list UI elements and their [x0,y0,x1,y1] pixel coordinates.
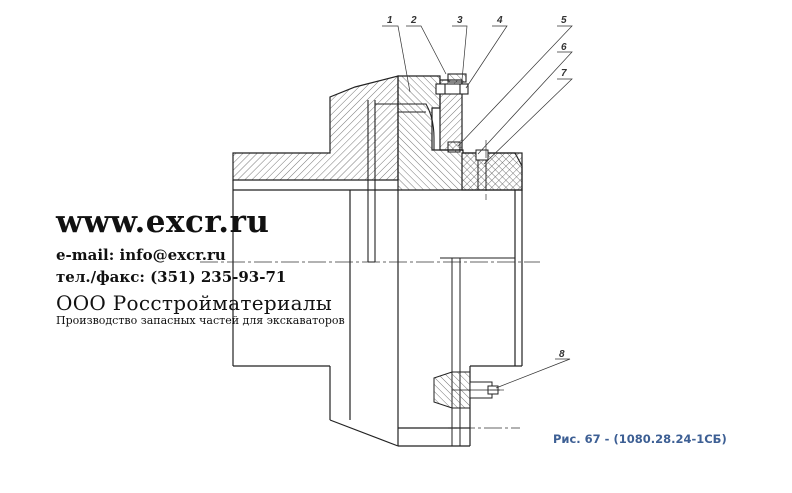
callout-numbers: 1 2 3 4 5 6 7 8 [387,15,567,360]
watermark-overlay: www.excr.ru e-mail: info@excr.ru тел./фа… [56,204,345,327]
contact-phone: тел./факс: (351) 235-93-71 [56,268,287,286]
callout-7: 7 [561,68,567,79]
callout-6: 6 [561,42,567,53]
figure-caption: Рис. 67 - (1080.28.24-1СБ) [553,432,727,446]
callout-4: 4 [496,15,503,26]
company-slogan: Производство запасных частей для экскава… [56,314,345,327]
lower-split-lines [440,257,515,446]
site-url: www.excr.ru [56,204,270,240]
company-name: ООО Росстройматериалы [56,291,333,315]
centerlines [200,140,540,429]
callout-leaders [382,25,573,389]
grease-fitting [433,371,500,409]
bolt [435,73,469,95]
left-hub-outline [232,180,399,447]
left-hub-section [232,75,399,181]
callout-1: 1 [387,15,393,26]
right-hub-section [397,75,523,191]
right-hub-outline [397,190,523,447]
contact-email: e-mail: info@excr.ru [56,246,226,264]
callout-5: 5 [561,15,567,26]
callout-2: 2 [410,15,417,26]
callout-3: 3 [457,15,463,26]
callout-8: 8 [559,349,565,360]
seal-ring [447,141,461,153]
